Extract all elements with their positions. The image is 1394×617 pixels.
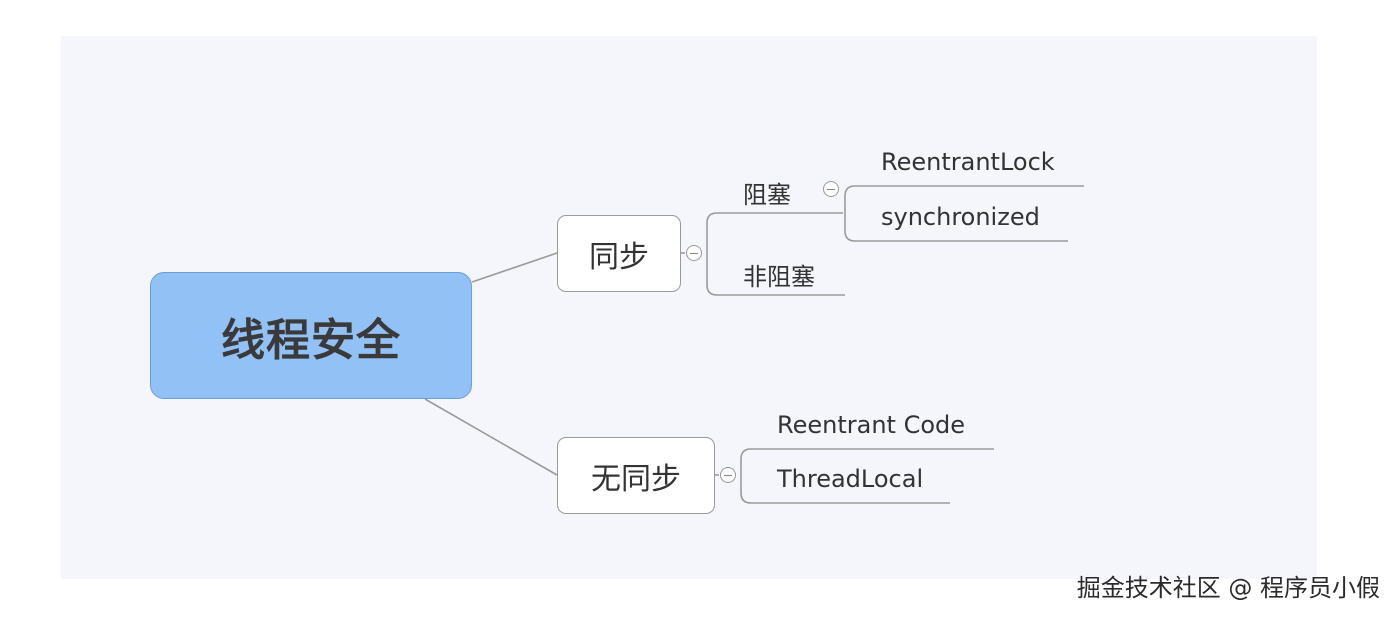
topic-sync[interactable]: 同步	[557, 215, 681, 292]
subtopic-blocking[interactable]: 阻塞	[743, 181, 791, 209]
topic-no-sync[interactable]: 无同步	[557, 437, 715, 514]
root-to-sync-line	[471, 252, 558, 283]
root-to-nosync-line	[424, 398, 558, 476]
leaf-reentrantlock[interactable]: ReentrantLock	[881, 148, 1055, 176]
root-topic[interactable]: 线程安全	[150, 272, 472, 399]
watermark: 掘金技术社区 @ 程序员小假	[1076, 574, 1380, 602]
collapse-icon[interactable]	[686, 245, 702, 261]
leaf-synchronized[interactable]: synchronized	[881, 203, 1040, 231]
collapse-icon[interactable]	[720, 467, 736, 483]
leaf-threadlocal[interactable]: ThreadLocal	[777, 465, 924, 493]
leaf-reentrant-code[interactable]: Reentrant Code	[777, 411, 966, 439]
blocking-bracket	[844, 185, 856, 242]
sync-bracket	[706, 212, 718, 296]
collapse-icon[interactable]	[823, 181, 839, 197]
nosync-bracket	[740, 448, 752, 504]
subtopic-non-blocking[interactable]: 非阻塞	[743, 263, 815, 291]
